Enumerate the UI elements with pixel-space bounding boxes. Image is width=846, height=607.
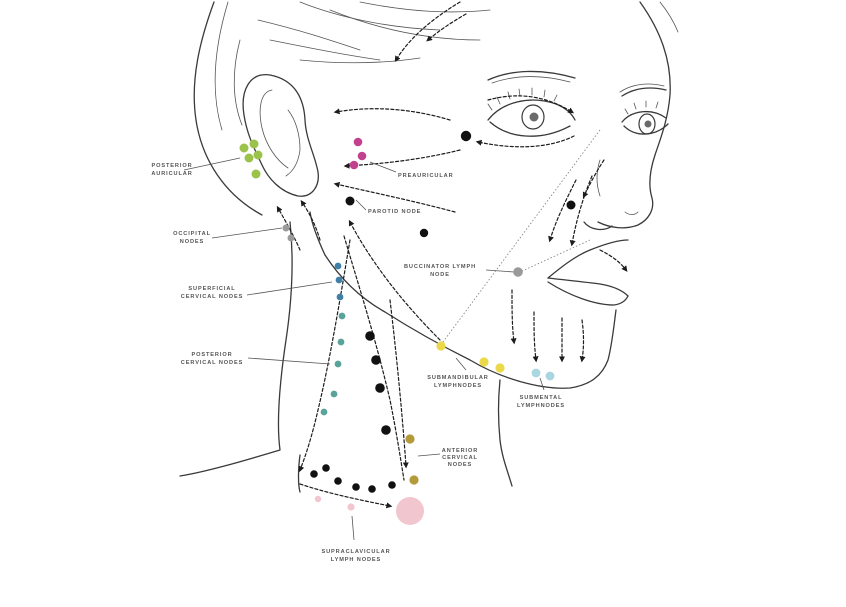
node-buccinator [513,267,523,277]
label-submandibular: LYMPHNODES [434,383,482,389]
dashed-arrow-icon [343,235,405,481]
dashed-arrow-icon [300,200,321,241]
node-posterior-auricular [239,143,249,153]
label-superficial-cervical: CERVICAL NODES [181,294,243,300]
label-anterior-cervical: ANTERIOR [442,448,478,454]
node-deep-cervical [381,425,391,435]
dashed-arrow-icon [426,13,467,42]
dashed-arrow-icon [475,135,575,148]
node-posterior-cervical [320,408,328,416]
node-nasolabial [566,200,576,210]
label-posterior-cervical: POSTERIOR [191,352,232,358]
node-superficial-cervical [335,276,343,284]
lymph-nodes [239,130,576,525]
node-facial [460,130,472,142]
node-lower-cervical [368,485,376,493]
dashed-arrow-icon [298,239,351,473]
leader-lines [183,157,545,541]
dashed-arrow-icon [333,108,451,121]
node-deep-cervical [375,383,385,393]
node-posterior-cervical [338,312,346,320]
head-outline [179,1,679,493]
node-posterior-auricular [249,139,259,149]
node-posterior-auricular [253,150,263,160]
node-labels: POSTERIOR AURICULAR OCCIPITAL NODES SUPE… [151,163,565,563]
node-submandibular [495,363,505,373]
node-lower-cervical [334,477,342,485]
node-posterior-cervical [330,390,338,398]
label-submental: SUBMENTAL [520,395,563,401]
node-lower-cervical [352,483,360,491]
label-buccinator: BUCCINATOR LYMPH [404,264,476,270]
node-supraclavicular [347,503,355,511]
dashed-arrow-icon [333,181,456,213]
dashed-arrow-icon [389,299,409,469]
node-preauricular [357,151,367,161]
label-anterior-cervical: NODES [448,462,472,468]
label-preauricular: PREAURICULAR [398,173,454,179]
dashed-arrow-icon [582,159,605,199]
dashed-arrow-icon [348,219,441,341]
guide-lines [439,129,601,347]
label-supraclavicular: LYMPH NODES [331,557,381,563]
dashed-arrow-icon [276,205,301,251]
node-posterior-auricular [251,169,261,179]
label-posterior-auricular: POSTERIOR [151,163,192,169]
label-submandibular: SUBMANDIBULAR [427,375,488,381]
node-deep-cervical [365,331,375,341]
label-submental: LYMPHNODES [517,403,565,409]
node-lower-cervical [388,481,396,489]
node-submental [531,368,541,378]
dashed-arrow-icon [532,311,539,363]
node-supraclavicular [314,495,322,503]
node-facial [419,228,429,238]
node-superficial-cervical [334,262,342,270]
node-supraclavicular-large [396,497,424,525]
label-posterior-cervical: CERVICAL NODES [181,360,243,366]
dashed-arrow-icon [299,483,393,509]
drainage-arrows [276,1,628,509]
node-posterior-cervical [334,360,342,368]
node-parotid [345,196,355,206]
label-occipital: NODES [180,239,204,245]
node-lower-cervical [310,470,318,478]
node-superficial-cervical [336,293,344,301]
node-lower-cervical [322,464,330,472]
label-occipital: OCCIPITAL [173,231,211,237]
node-submental [545,371,555,381]
node-deep-cervical [371,355,381,365]
label-parotid: PAROTID NODE [368,209,421,215]
node-preauricular [353,137,363,147]
node-submandibular [436,341,446,351]
node-posterior-cervical [337,338,345,346]
node-anterior-cervical [409,475,419,485]
label-anterior-cervical: CERVICAL [442,455,478,461]
dashed-arrow-icon [487,95,575,114]
dashed-arrow-icon [599,249,628,272]
dashed-arrow-icon [579,319,586,363]
node-submandibular [479,357,489,367]
label-superficial-cervical: SUPERFICIAL [188,286,235,292]
dashed-arrow-icon [548,179,577,243]
dashed-arrow-icon [394,1,461,63]
node-posterior-auricular [244,153,254,163]
dashed-arrow-icon [569,175,593,247]
node-occipital [287,234,295,242]
label-supraclavicular: SUPRACLAVICULAR [321,549,390,555]
label-buccinator: NODE [430,272,450,278]
node-anterior-cervical [405,434,415,444]
dashed-arrow-icon [510,289,517,345]
label-posterior-auricular: AURICULAR [151,171,192,177]
node-preauricular [349,160,359,170]
node-occipital [282,224,290,232]
